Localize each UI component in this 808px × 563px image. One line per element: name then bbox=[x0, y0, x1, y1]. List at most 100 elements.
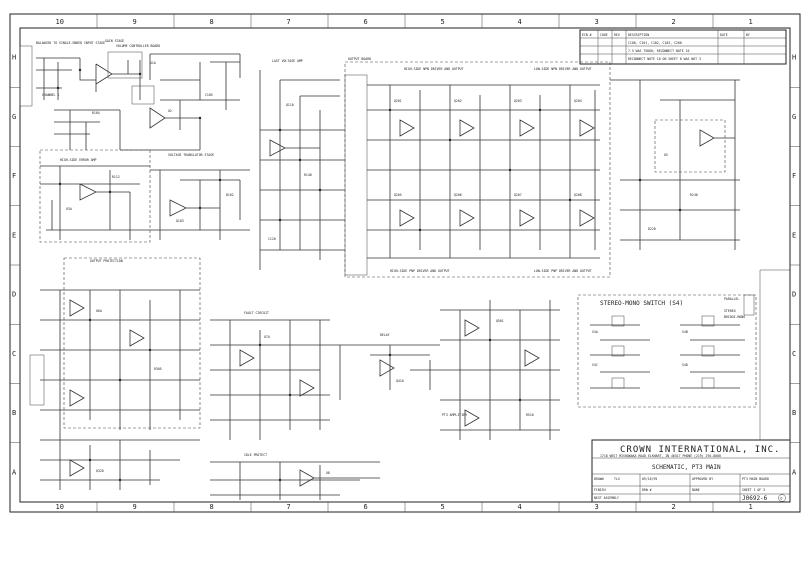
finish-label: FINISH bbox=[594, 488, 606, 492]
revision-cell: C100, C101, C102, C103, C200 bbox=[628, 41, 682, 45]
grid-column-label: 7 bbox=[287, 503, 291, 511]
svg-text:R104: R104 bbox=[92, 111, 100, 115]
svg-text:CHANNEL 1: CHANNEL 1 bbox=[42, 93, 59, 97]
svg-text:S4D: S4D bbox=[682, 363, 688, 367]
svg-text:U8: U8 bbox=[326, 471, 330, 475]
grid-row-label: C bbox=[12, 350, 16, 358]
idle-protect-block: IDLE PROTECT U8 PT3 AMPLIFIER bbox=[210, 413, 467, 500]
label-stereo-mono-switch: STEREO-MONO SWITCH (S4) bbox=[600, 300, 683, 307]
grid-column-label: 7 bbox=[287, 18, 291, 26]
revision-header-cell: DESCRIPTION bbox=[628, 33, 649, 37]
switch-legend-symbol bbox=[743, 294, 755, 316]
grid-row-label: C bbox=[792, 350, 796, 358]
revision-cell: RECONNECT NOTE 10 ON SHEET 8 WAS NOT 3 bbox=[628, 57, 701, 61]
svg-text:Q202: Q202 bbox=[454, 99, 462, 103]
svg-text:Q410: Q410 bbox=[396, 379, 404, 383]
svg-text:U7A: U7A bbox=[264, 335, 270, 339]
drawing-title: SCHEMATIC, PT3 MAIN bbox=[652, 464, 721, 471]
grid-column-label: 8 bbox=[210, 18, 214, 26]
svg-text:Q320: Q320 bbox=[96, 469, 104, 473]
svg-text:R240: R240 bbox=[690, 193, 698, 197]
stereo-mono-switch-block: STEREO-MONO SWITCH (S4) PARALLEL STEREO … bbox=[577, 294, 757, 408]
model-name: PT3 MAIN BOARD bbox=[742, 477, 769, 481]
svg-text:Q110: Q110 bbox=[286, 103, 294, 107]
protection-box bbox=[63, 257, 201, 429]
grid-column-label: 1 bbox=[749, 18, 753, 26]
grid-row-label: F bbox=[792, 172, 796, 180]
svg-text:R305: R305 bbox=[154, 367, 162, 371]
grid-column-label: 10 bbox=[56, 18, 64, 26]
svg-text:Q205: Q205 bbox=[394, 193, 402, 197]
svg-text:U5: U5 bbox=[664, 153, 668, 157]
svg-text:R510: R510 bbox=[526, 413, 534, 417]
grid-row-label: F bbox=[12, 172, 16, 180]
revision-header-cell: DATE bbox=[720, 33, 728, 37]
grid-column-label: 1 bbox=[749, 503, 753, 511]
sheet-number: SHEET 1 OF 3 bbox=[742, 488, 765, 492]
grid-row-label: G bbox=[792, 113, 796, 121]
drawn-label: DRAWN bbox=[594, 477, 604, 481]
grid-row-label: A bbox=[12, 468, 17, 476]
error-amp-box bbox=[654, 119, 726, 173]
protection-connector bbox=[29, 354, 45, 406]
grid-column-label: 10 bbox=[56, 503, 64, 511]
svg-text:S4C: S4C bbox=[592, 363, 598, 367]
label-gain-stage: GAIN STAGE bbox=[105, 39, 124, 43]
label-high-side-npn: HIGH-SIDE NPN DRIVER AND OUTPUT bbox=[404, 67, 464, 71]
title-block-frame bbox=[591, 439, 791, 503]
grid-row-label: E bbox=[12, 231, 16, 239]
label-output-board: OUTPUT BOARD bbox=[348, 57, 371, 61]
svg-text:Q208: Q208 bbox=[574, 193, 582, 197]
grid-column-label: 5 bbox=[441, 503, 445, 511]
svg-text:Q204: Q204 bbox=[574, 99, 582, 103]
svg-text:C120: C120 bbox=[268, 237, 276, 241]
grid-column-label: 5 bbox=[441, 18, 445, 26]
revision-header-cell: BY bbox=[746, 33, 750, 37]
label-low-side-npn: LOW-SIDE NPN DRIVER AND OUTPUT bbox=[534, 67, 592, 71]
label-high-side-error: HIGH-SIDE ERROR AMP bbox=[60, 158, 97, 162]
svg-text:R140: R140 bbox=[304, 173, 312, 177]
drawing-date: 09/16/95 bbox=[642, 477, 657, 481]
svg-text:D102: D102 bbox=[226, 193, 234, 197]
company-name: CROWN INTERNATIONAL, INC. bbox=[620, 445, 780, 455]
label-idle-protect: IDLE PROTECT bbox=[244, 453, 267, 457]
grid-column-label: 4 bbox=[518, 18, 522, 26]
scale-value: NONE bbox=[692, 488, 700, 492]
label-low-side-pnp: LOW-SIDE PNP DRIVER AND OUTPUT bbox=[534, 269, 592, 273]
svg-text:Q501: Q501 bbox=[496, 319, 504, 323]
svg-text:Q206: Q206 bbox=[454, 193, 462, 197]
label-volume-control: VOLUME CONTROLLER BOARD bbox=[116, 44, 160, 48]
label-last-voltage-amp: LAST VOLTAGE AMP bbox=[272, 59, 303, 63]
approved-label: APPROVED BY bbox=[692, 477, 713, 481]
svg-text:Q203: Q203 bbox=[514, 99, 522, 103]
input-connector bbox=[19, 45, 33, 107]
legend-stereo: STEREO bbox=[724, 309, 736, 313]
grid-column-label: 9 bbox=[133, 18, 137, 26]
grid-column-label: 6 bbox=[364, 503, 368, 511]
grid-column-label: 2 bbox=[672, 503, 676, 511]
grid-column-label: 4 bbox=[518, 503, 522, 511]
grid-column-label: 6 bbox=[364, 18, 368, 26]
legend-bridge-mono: BRIDGE-MONO bbox=[724, 315, 745, 319]
revision-header-cell: REV bbox=[614, 33, 620, 37]
label-output-protection: OUTPUT PROTECTION bbox=[90, 259, 123, 263]
grid-row-label: B bbox=[12, 409, 16, 417]
revision-header-cell: ECN # bbox=[582, 33, 592, 37]
outer-border bbox=[9, 13, 801, 513]
next-assembly: NEXT ASSEMBLY bbox=[594, 496, 619, 500]
label-balanced-input: BALANCED TO SINGLE-ENDED INPUT STAGE bbox=[36, 41, 105, 45]
legend-parallel: PARALLEL bbox=[724, 297, 739, 301]
output-connector-strip bbox=[344, 74, 368, 276]
grid-row-label: H bbox=[12, 54, 16, 62]
svg-text:C105: C105 bbox=[205, 93, 213, 97]
